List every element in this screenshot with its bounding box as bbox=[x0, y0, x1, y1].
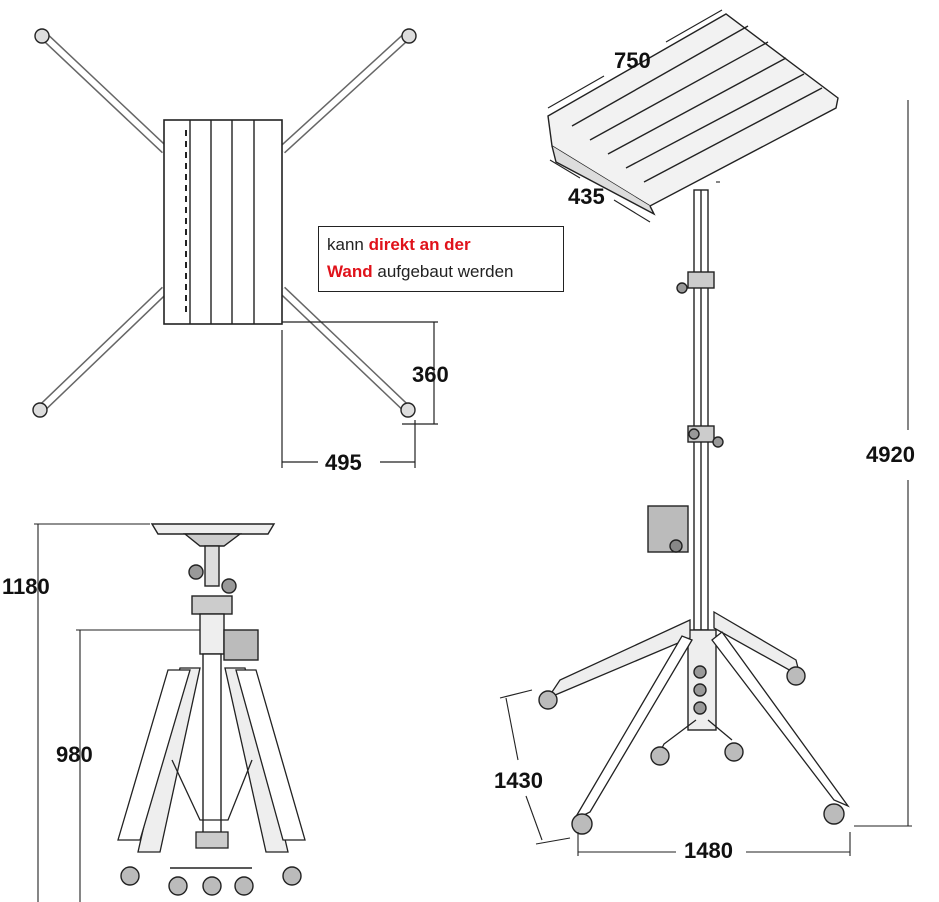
front-view-legs bbox=[117, 667, 306, 853]
dim-435-lines bbox=[549, 159, 651, 223]
front-view bbox=[34, 523, 306, 902]
dim-495-lines bbox=[281, 330, 416, 468]
dim-750-lines bbox=[547, 9, 723, 109]
dim-750-label: 750 bbox=[614, 48, 651, 73]
note-line2-highlight: Wand bbox=[327, 262, 373, 281]
perspective-casters bbox=[538, 666, 845, 835]
dim-1180-label: 1180 bbox=[2, 574, 50, 599]
perspective-platform bbox=[547, 13, 839, 216]
note-line-1: kann direkt an der bbox=[327, 231, 563, 258]
perspective-view bbox=[499, 9, 912, 856]
dim-1480-label: 1480 bbox=[684, 838, 733, 863]
top-view-leg-se bbox=[278, 286, 416, 418]
note-line-2: Wand aufgebaut werden bbox=[327, 258, 563, 285]
top-view-leg-nw bbox=[34, 28, 169, 154]
top-view-leg-sw bbox=[32, 286, 169, 418]
perspective-column bbox=[647, 189, 724, 731]
wall-mount-note: kann direkt an der Wand aufgebaut werden bbox=[318, 226, 564, 292]
dim-435-label: 435 bbox=[568, 184, 605, 209]
dim-360-lines bbox=[282, 321, 438, 425]
dim-980-label: 980 bbox=[56, 742, 93, 767]
note-line1-prefix: kann bbox=[327, 235, 369, 254]
front-view-column bbox=[188, 545, 259, 835]
top-view-platform bbox=[163, 119, 283, 325]
top-view bbox=[32, 28, 438, 468]
front-view-top-plate bbox=[150, 523, 276, 547]
dim-4920-label: 4920 bbox=[866, 442, 915, 467]
note-line2-suffix: aufgebaut werden bbox=[372, 262, 514, 281]
dim-980-lines bbox=[76, 629, 200, 902]
dim-1180-lines bbox=[34, 523, 150, 902]
dim-495-label: 495 bbox=[325, 450, 362, 475]
dim-1430-label: 1430 bbox=[494, 768, 543, 793]
front-view-casters bbox=[120, 866, 302, 896]
note-line1-highlight: direkt an der bbox=[368, 235, 471, 254]
dim-1430-lines bbox=[499, 689, 571, 845]
top-view-leg-ne bbox=[278, 28, 417, 154]
dim-4920-lines bbox=[716, 100, 912, 827]
dim-1480-lines bbox=[577, 832, 851, 856]
dim-360-label: 360 bbox=[412, 362, 449, 387]
